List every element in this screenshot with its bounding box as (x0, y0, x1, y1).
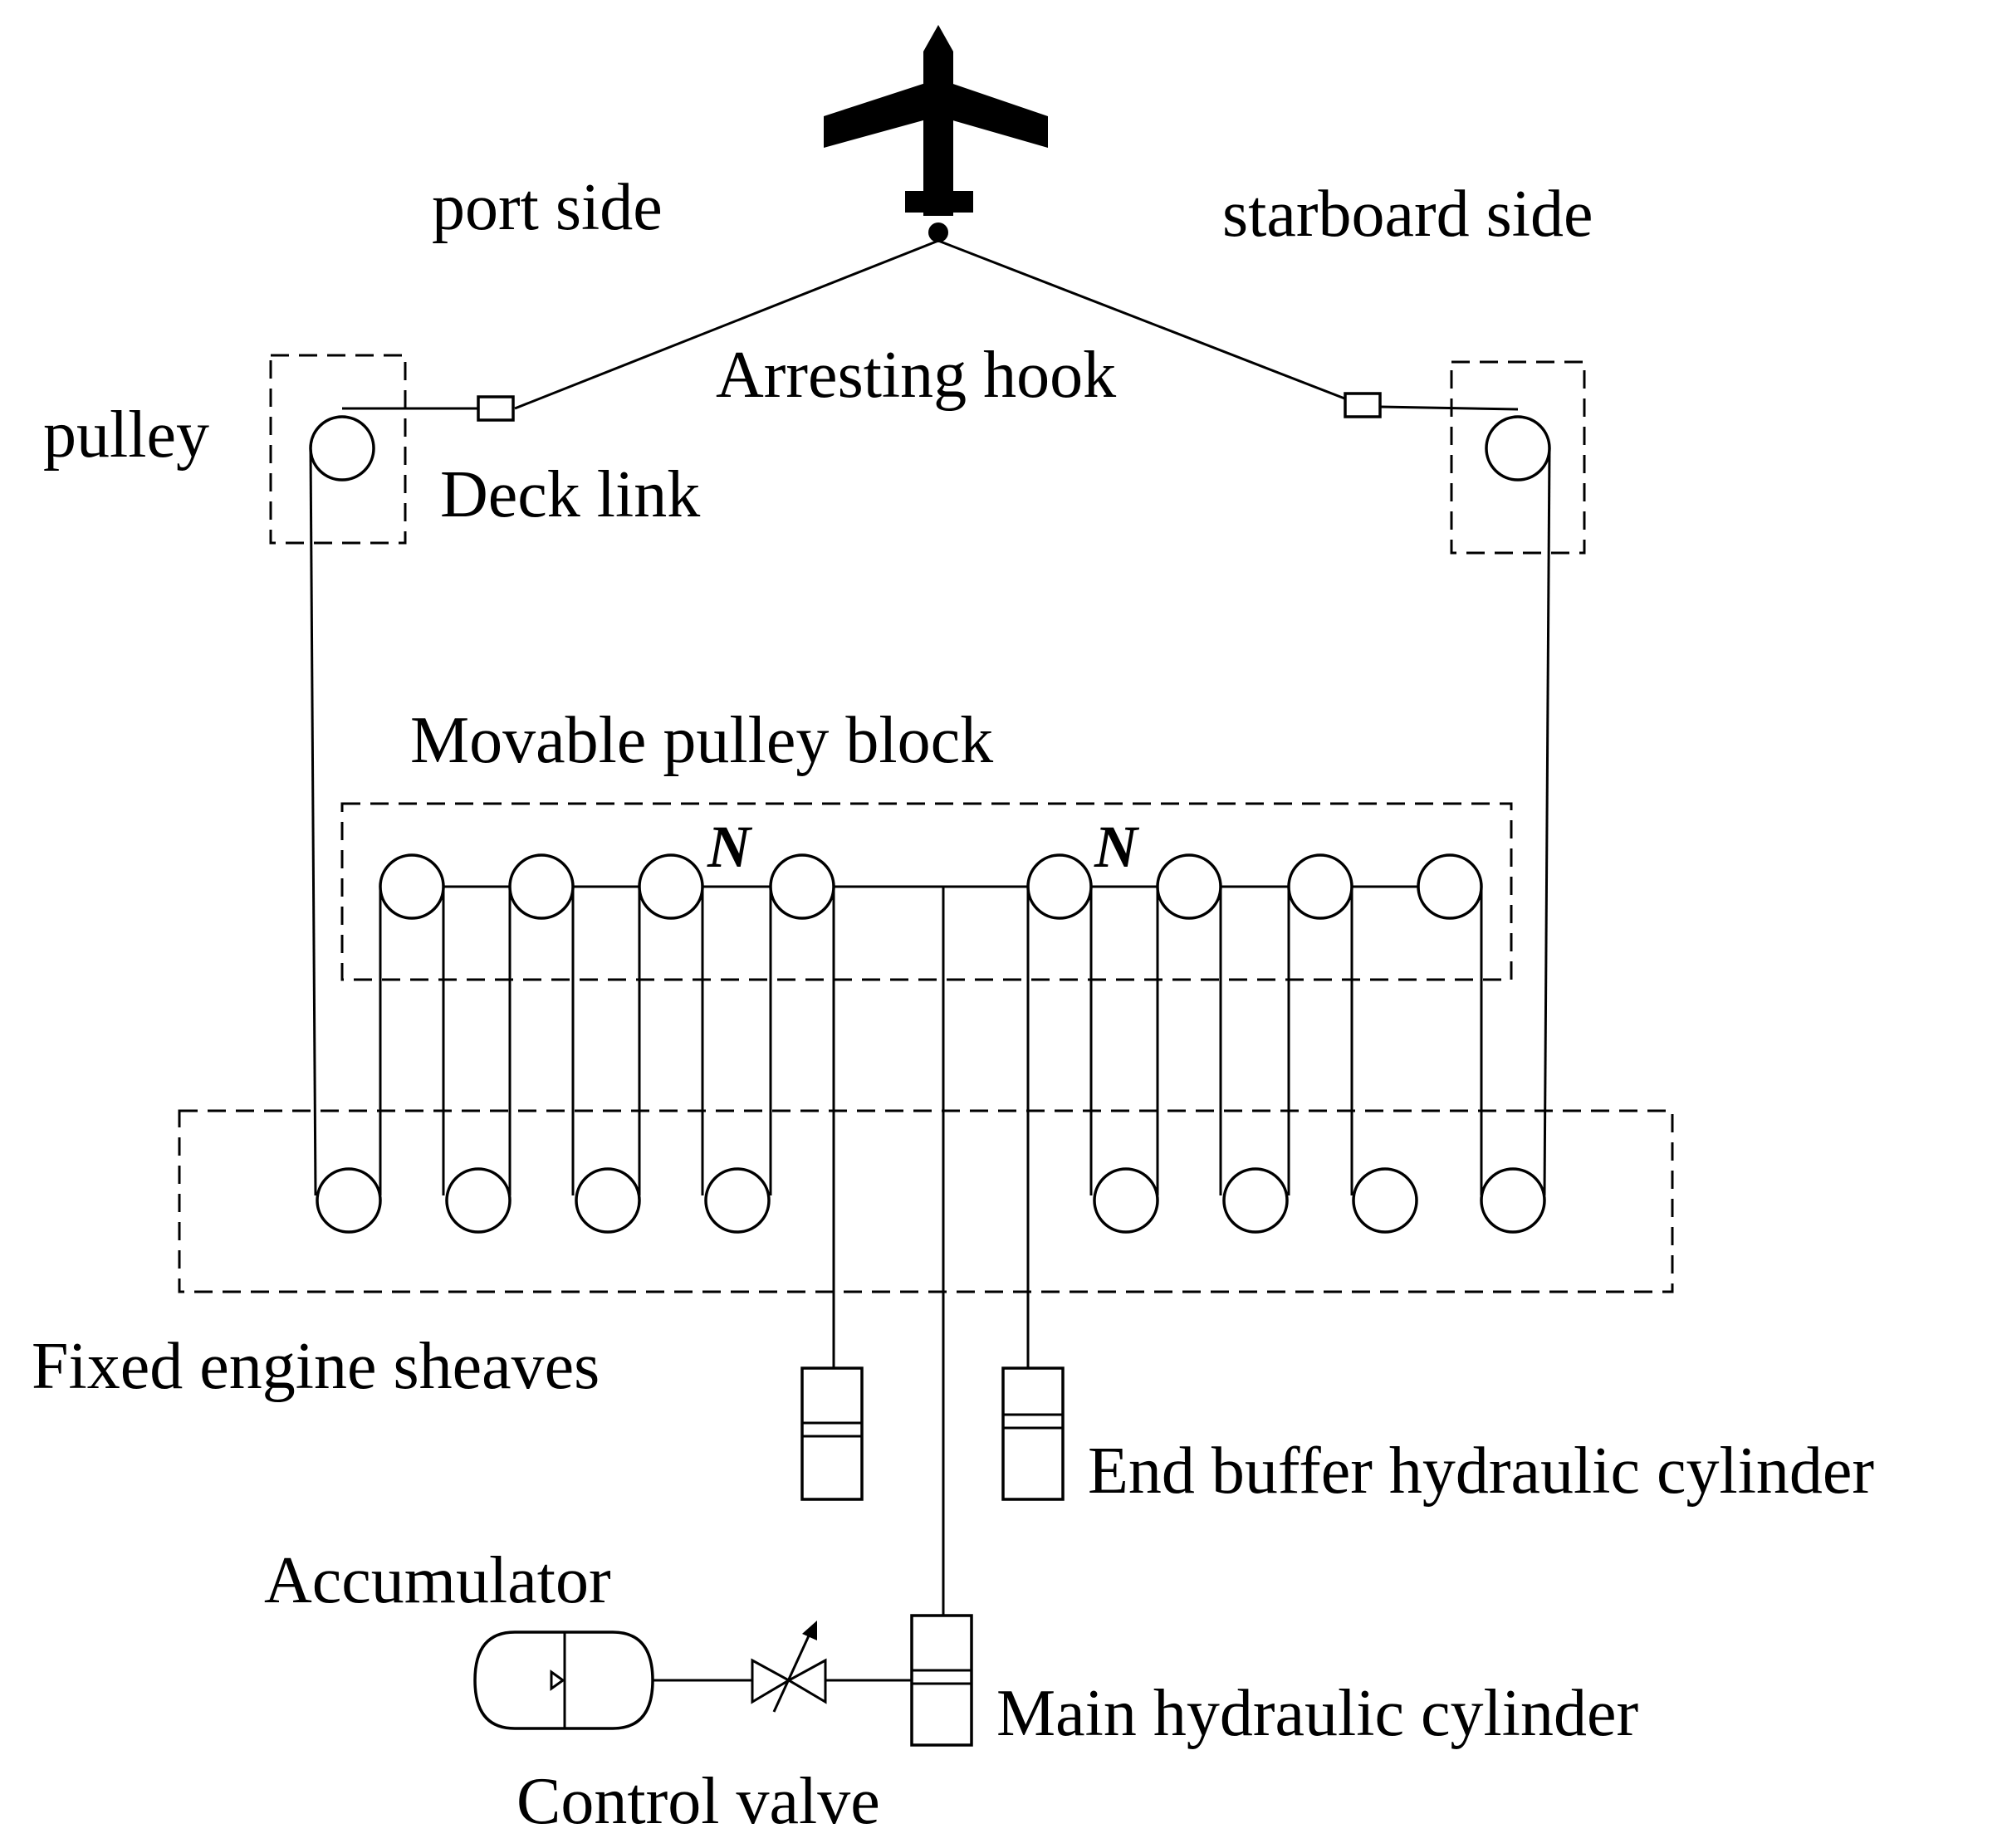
movable-sheave (1417, 853, 1483, 920)
movable-sheave (1026, 853, 1093, 920)
fixed-sheave (704, 1167, 771, 1234)
cable-starboard (937, 239, 1363, 407)
movable-sheave (1287, 853, 1353, 920)
deck-link-starboard (1344, 392, 1382, 418)
movable-pulley-block-label: Movable pulley block (410, 704, 993, 777)
main-hydraulic-cylinder (910, 1614, 973, 1747)
movable-sheave (769, 853, 835, 920)
movable-sheave (638, 853, 704, 920)
fixed-sheave (575, 1167, 641, 1234)
port-side-label: port side (432, 171, 663, 244)
pulley-label: pulley (43, 398, 209, 472)
deck-link-port (477, 395, 515, 422)
accumulator-symbol (473, 1630, 654, 1730)
control-valve-symbol (751, 1621, 827, 1713)
accumulator-label: Accumulator (264, 1544, 611, 1617)
movable-sheave (1156, 853, 1222, 920)
movable-pulley-block-box (340, 802, 1513, 981)
pulley-box-starboard (1450, 360, 1586, 555)
arresting-hook-label: Arresting hook (716, 339, 1116, 412)
fixed-sheaves (316, 1167, 1546, 1234)
movable-sheave (379, 853, 445, 920)
cable-port (514, 239, 939, 410)
main-hydraulic-cylinder-label: Main hydraulic cylinder (996, 1677, 1638, 1750)
fixed-sheave (316, 1167, 382, 1234)
cable-port-down (309, 447, 317, 1196)
deck-link-label: Deck link (440, 458, 700, 531)
fixed-sheave (1480, 1167, 1546, 1234)
deck-pulley-starboard (1485, 415, 1551, 482)
deck-pulley-port (309, 415, 375, 482)
cable-starboard-to-pulley (1379, 405, 1519, 411)
reeving-cables (379, 887, 1483, 1195)
fixed-sheave (1093, 1167, 1159, 1234)
end-buffer-cylinder-left (800, 1366, 864, 1501)
fixed-engine-sheaves-box (178, 1109, 1674, 1293)
movable-sheave (508, 853, 575, 920)
fixed-sheave (1352, 1167, 1418, 1234)
n-label-left: N (707, 814, 753, 880)
pulley-box-port (269, 354, 407, 545)
aircraft-icon (824, 25, 1048, 242)
fixed-sheave (1222, 1167, 1289, 1234)
fixed-engine-sheaves-label: Fixed engine sheaves (32, 1330, 600, 1403)
fixed-sheave (445, 1167, 512, 1234)
control-valve-label: Control valve (516, 1765, 880, 1838)
movable-sheaves (379, 853, 1483, 920)
n-label-right: N (1094, 814, 1140, 880)
starboard-side-label: starboard side (1222, 178, 1593, 251)
cable-starboard-down (1543, 447, 1551, 1196)
end-buffer-cylinder-right (1001, 1366, 1065, 1501)
end-buffer-hydraulic-cylinder-label: End buffer hydraulic cylinder (1088, 1435, 1874, 1508)
